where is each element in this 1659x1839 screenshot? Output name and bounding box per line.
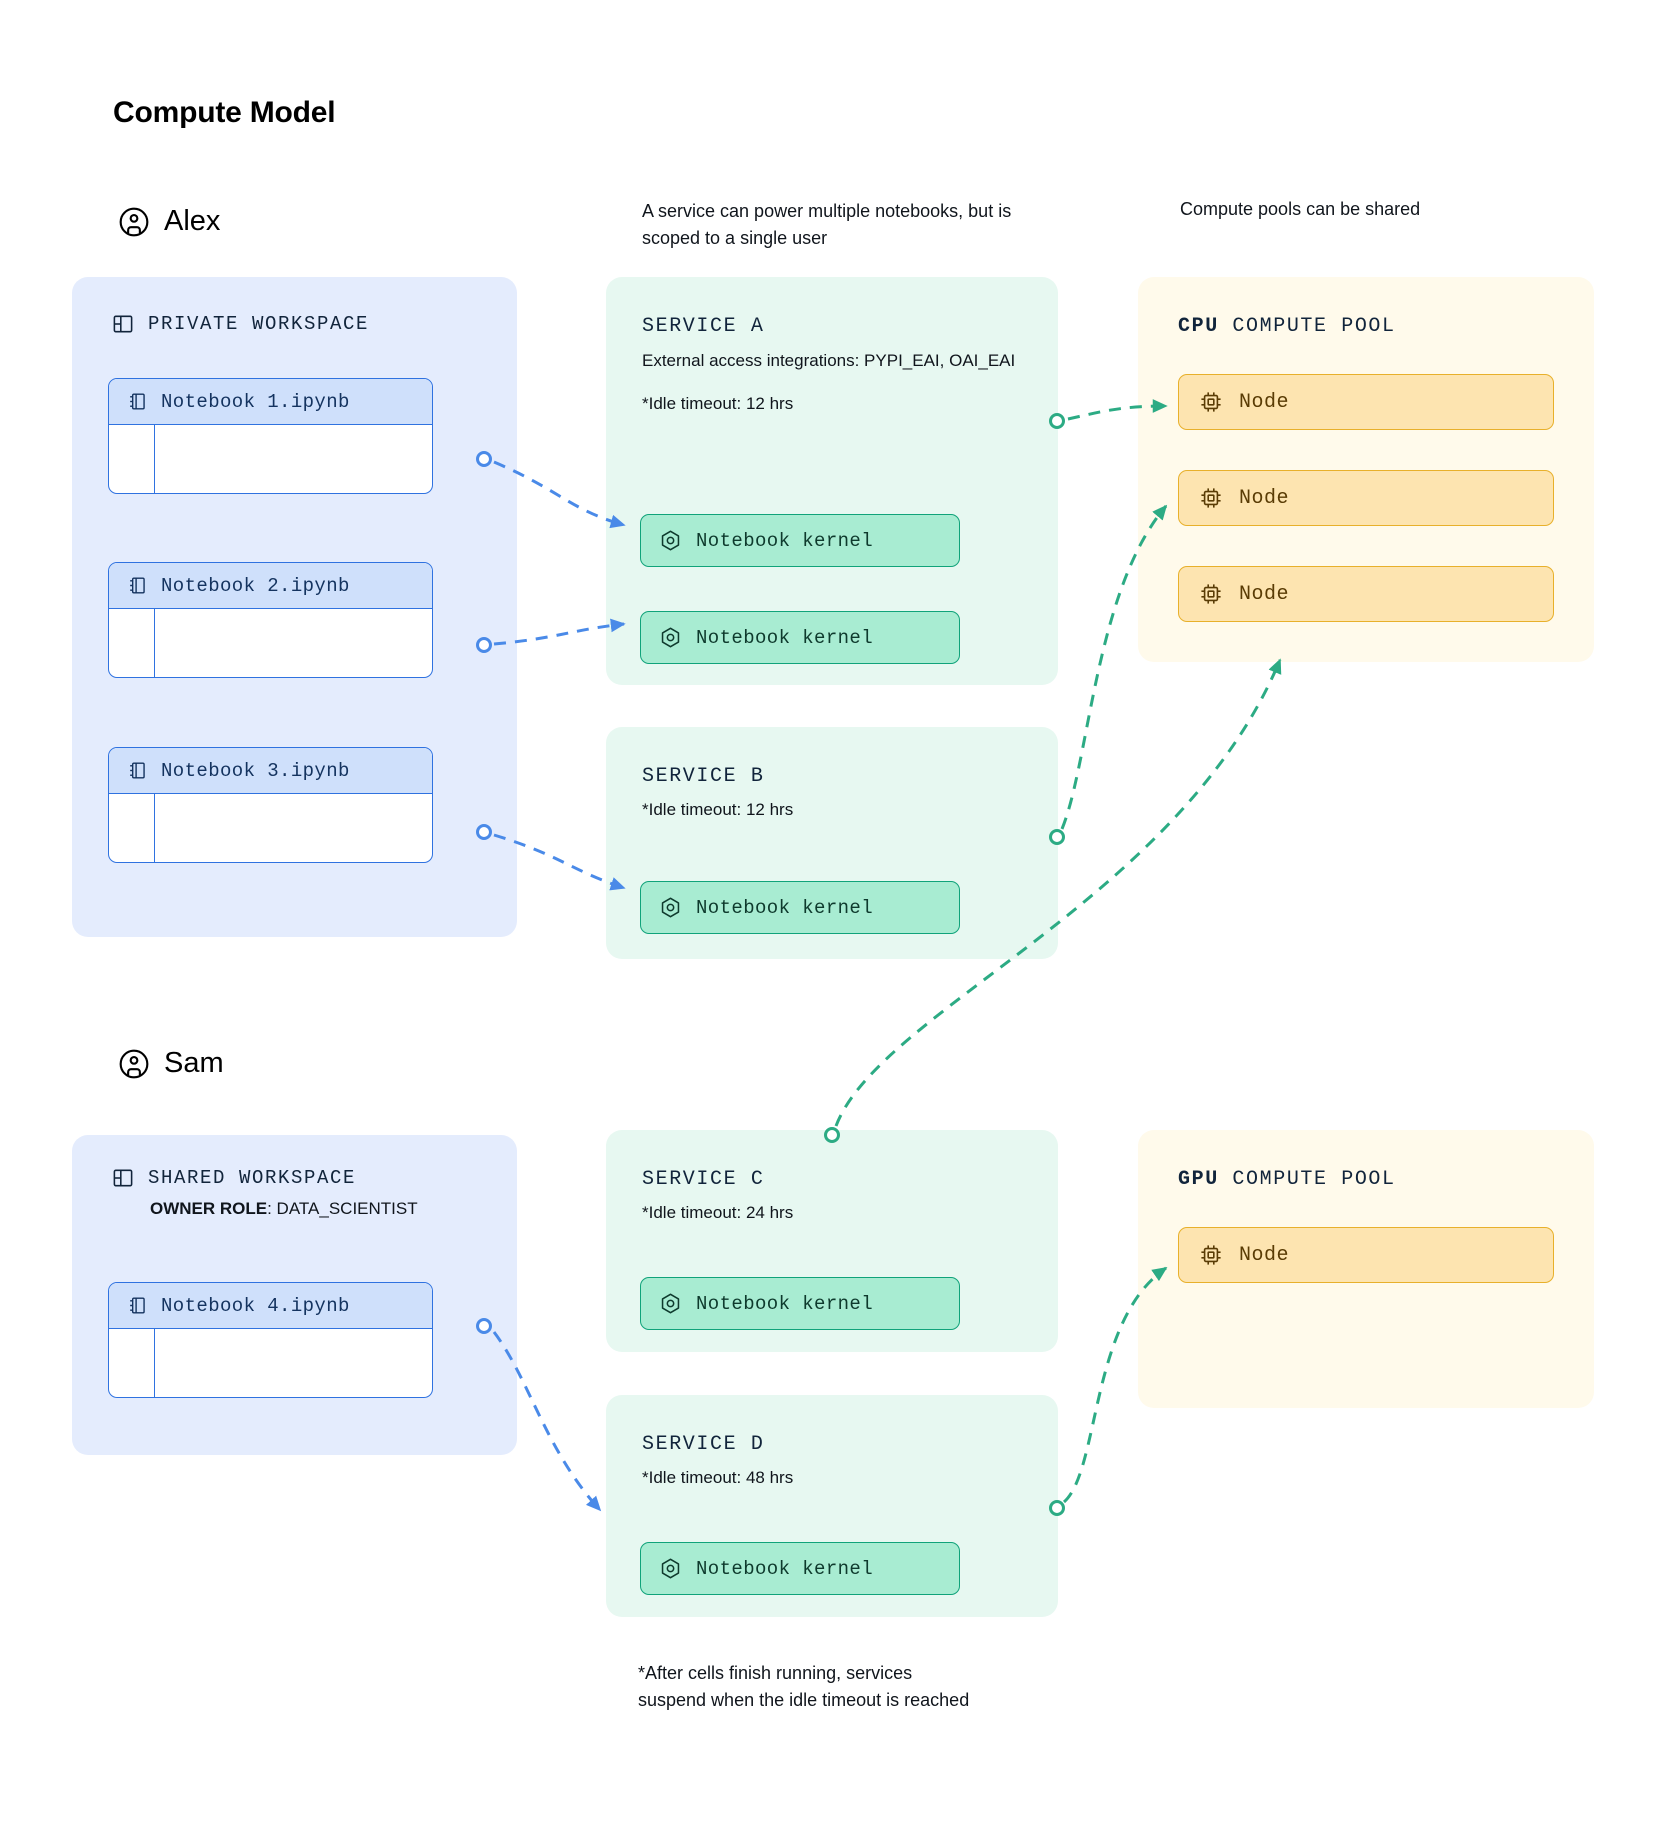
service-title: SERVICE C bbox=[642, 1168, 765, 1191]
kernel-hexagon-icon bbox=[659, 1557, 682, 1580]
panel-layout-icon bbox=[112, 313, 134, 335]
cpu-chip-icon bbox=[1199, 582, 1223, 606]
pool-node[interactable]: Node bbox=[1178, 374, 1554, 430]
pool-suffix: COMPUTE POOL bbox=[1218, 1168, 1396, 1191]
workspace-header: SHARED WORKSPACE bbox=[72, 1135, 517, 1189]
cpu-chip-icon bbox=[1199, 1243, 1223, 1267]
pool-node[interactable]: Node bbox=[1178, 470, 1554, 526]
notebook-gutter bbox=[109, 609, 155, 677]
notebook-icon bbox=[127, 760, 148, 781]
notebook-gutter bbox=[109, 1329, 155, 1397]
notebook-header: Notebook 1.ipynb bbox=[109, 379, 432, 425]
service-timeout: *Idle timeout: 12 hrs bbox=[642, 800, 794, 819]
node-label: Node bbox=[1239, 390, 1290, 414]
notebook-kernel[interactable]: Notebook kernel bbox=[640, 514, 960, 567]
workspace-title: PRIVATE WORKSPACE bbox=[148, 313, 370, 335]
service-timeout: *Idle timeout: 12 hrs bbox=[642, 393, 794, 413]
service-title: SERVICE D bbox=[642, 1433, 765, 1456]
user-circle-icon bbox=[118, 1048, 150, 1080]
service-title: SERVICE B bbox=[642, 765, 765, 788]
pool-node[interactable]: Node bbox=[1178, 1227, 1554, 1283]
cpu-chip-icon bbox=[1199, 486, 1223, 510]
notebook-cell[interactable] bbox=[155, 425, 432, 493]
notebook-card-2[interactable]: Notebook 2.ipynb bbox=[108, 562, 433, 678]
user-circle-icon bbox=[118, 206, 150, 238]
user-header-sam: Sam bbox=[118, 1047, 224, 1080]
node-label: Node bbox=[1239, 1243, 1290, 1267]
owner-role-value: : DATA_SCIENTIST bbox=[267, 1199, 418, 1218]
notebook-icon bbox=[127, 575, 148, 596]
notebook-kernel[interactable]: Notebook kernel bbox=[640, 611, 960, 664]
owner-role-label: OWNER ROLE bbox=[150, 1199, 268, 1218]
note-idle-footnote: *After cells finish running, services su… bbox=[638, 1663, 970, 1710]
notebook-name: Notebook 3.ipynb bbox=[161, 759, 350, 782]
service-d[interactable]: SERVICE D *Idle timeout: 48 hrs Notebook… bbox=[606, 1395, 1058, 1617]
notebook-card-1[interactable]: Notebook 1.ipynb bbox=[108, 378, 433, 494]
kernel-label: Notebook kernel bbox=[696, 896, 874, 919]
note-pool-shared: Compute pools can be shared bbox=[1180, 199, 1421, 219]
notebook-gutter bbox=[109, 425, 155, 493]
workspace-owner-role: OWNER ROLE: DATA_SCIENTIST bbox=[72, 1189, 517, 1219]
service-title: SERVICE A bbox=[642, 315, 765, 338]
notebook-icon bbox=[127, 391, 148, 412]
cpu-chip-icon bbox=[1199, 390, 1223, 414]
service-timeout: *Idle timeout: 48 hrs bbox=[642, 1468, 794, 1487]
notebook-gutter bbox=[109, 794, 155, 862]
notebook-body bbox=[109, 794, 432, 862]
node-label: Node bbox=[1239, 486, 1290, 510]
panel-layout-icon bbox=[112, 1167, 134, 1189]
node-label: Node bbox=[1239, 582, 1290, 606]
notebook-cell[interactable] bbox=[155, 1329, 432, 1397]
pool-kind: GPU bbox=[1178, 1168, 1219, 1191]
notebook-kernel[interactable]: Notebook kernel bbox=[640, 1542, 960, 1595]
pool-suffix: COMPUTE POOL bbox=[1218, 315, 1396, 338]
page-title: Compute Model bbox=[113, 96, 336, 129]
kernel-label: Notebook kernel bbox=[696, 1557, 874, 1580]
notebook-name: Notebook 4.ipynb bbox=[161, 1294, 350, 1317]
notebook-icon bbox=[127, 1295, 148, 1316]
kernel-label: Notebook kernel bbox=[696, 1292, 874, 1315]
workspace-title: SHARED WORKSPACE bbox=[148, 1167, 357, 1189]
kernel-hexagon-icon bbox=[659, 896, 682, 919]
compute-pool-cpu[interactable]: CPU COMPUTE POOL Node Node bbox=[1138, 277, 1594, 662]
notebook-header: Notebook 3.ipynb bbox=[109, 748, 432, 794]
notebook-header: Notebook 2.ipynb bbox=[109, 563, 432, 609]
user-header-alex: Alex bbox=[118, 205, 220, 238]
pool-node[interactable]: Node bbox=[1178, 566, 1554, 622]
user-name: Alex bbox=[164, 205, 221, 237]
pool-kind: CPU bbox=[1178, 315, 1219, 338]
notebook-cell[interactable] bbox=[155, 609, 432, 677]
service-timeout: *Idle timeout: 24 hrs bbox=[642, 1203, 794, 1222]
notebook-name: Notebook 1.ipynb bbox=[161, 390, 350, 413]
kernel-hexagon-icon bbox=[659, 1292, 682, 1315]
kernel-label: Notebook kernel bbox=[696, 529, 874, 552]
service-c[interactable]: SERVICE C *Idle timeout: 24 hrs Notebook… bbox=[606, 1130, 1058, 1352]
service-integrations: External access integrations: PYPI_EAI, … bbox=[642, 351, 1016, 370]
notebook-name: Notebook 2.ipynb bbox=[161, 574, 350, 597]
workspace-header: PRIVATE WORKSPACE bbox=[72, 277, 517, 335]
notebook-body bbox=[109, 609, 432, 677]
service-a[interactable]: SERVICE A External access integrations: … bbox=[606, 277, 1058, 685]
kernel-label: Notebook kernel bbox=[696, 626, 874, 649]
notebook-card-4[interactable]: Notebook 4.ipynb bbox=[108, 1282, 433, 1398]
pool-title: GPU COMPUTE POOL bbox=[1138, 1130, 1594, 1191]
notebook-kernel[interactable]: Notebook kernel bbox=[640, 1277, 960, 1330]
compute-pool-gpu[interactable]: GPU COMPUTE POOL Node bbox=[1138, 1130, 1594, 1408]
kernel-hexagon-icon bbox=[659, 626, 682, 649]
notebook-header: Notebook 4.ipynb bbox=[109, 1283, 432, 1329]
notebook-body bbox=[109, 425, 432, 493]
note-service-scope: A service can power multiple notebooks, … bbox=[642, 201, 1012, 248]
pool-title: CPU COMPUTE POOL bbox=[1138, 277, 1594, 338]
notebook-card-3[interactable]: Notebook 3.ipynb bbox=[108, 747, 433, 863]
notebook-cell[interactable] bbox=[155, 794, 432, 862]
notebook-kernel[interactable]: Notebook kernel bbox=[640, 881, 960, 934]
kernel-hexagon-icon bbox=[659, 529, 682, 552]
service-b[interactable]: SERVICE B *Idle timeout: 12 hrs Notebook… bbox=[606, 727, 1058, 959]
user-name: Sam bbox=[164, 1047, 224, 1079]
notebook-body bbox=[109, 1329, 432, 1397]
